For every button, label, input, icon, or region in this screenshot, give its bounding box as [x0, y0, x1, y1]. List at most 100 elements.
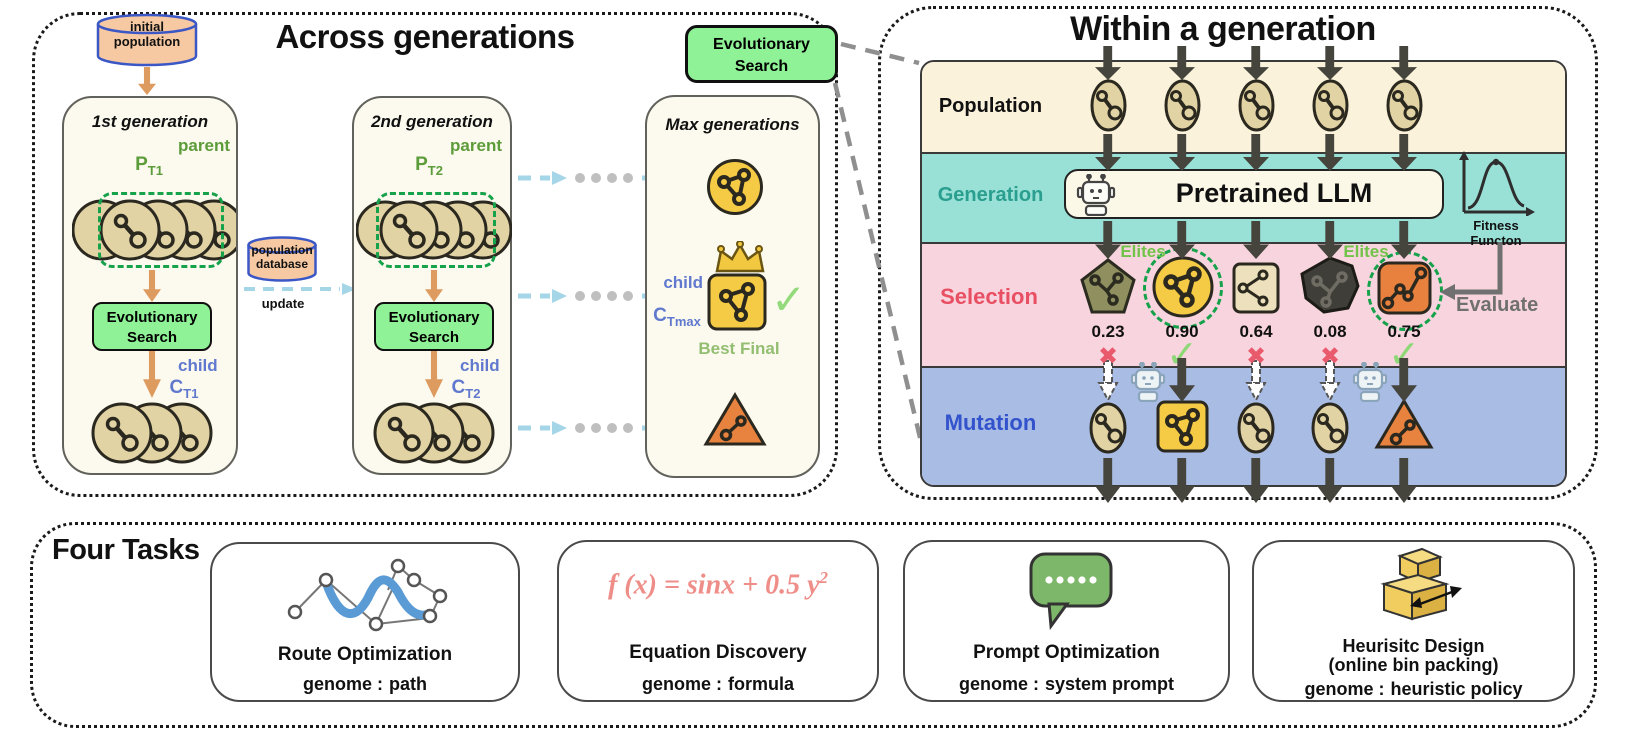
evaluate-label: Evaluate [1456, 294, 1539, 316]
initial-population-line2: population [113, 34, 181, 49]
fitness-function-icon [1459, 151, 1535, 216]
candidate-square [1232, 262, 1280, 314]
mutation-robot-icon-1 [1130, 362, 1166, 402]
score-1: 0.23 [1091, 322, 1125, 341]
max-generations-box: Max generations ✓ child CTmax Best Final [645, 95, 820, 478]
task-card-heuristic-design: Heurisitc Design (online bin packing) ge… [1252, 540, 1575, 702]
population-database-cylinder [247, 236, 317, 282]
population-genome-5 [1386, 79, 1423, 132]
gen2-parent-selection-box [376, 192, 496, 268]
elite-dashed-ring-2 [1367, 251, 1443, 331]
task-title: Prompt Optimization [973, 642, 1160, 663]
best-final-label: Best Final [698, 339, 780, 358]
initial-population-label: initial population [95, 19, 199, 49]
child-sub: T2 [465, 385, 481, 401]
genome-line: genome :heuristic policy [1254, 679, 1573, 700]
four-tasks-panel [30, 522, 1597, 728]
initial-population-line1: initial [130, 19, 164, 34]
population-genome-1 [1090, 79, 1127, 132]
evaluate-arrow [1440, 242, 1503, 300]
mutated-genome-1 [1089, 402, 1127, 454]
gen1-evolutionary-search-button: Evolutionary Search [92, 302, 212, 351]
gen1-arrow-to-search [143, 270, 161, 302]
score-3: 0.64 [1239, 322, 1273, 341]
gen1-child-population [91, 402, 213, 464]
btn-line1: Evolutionary [388, 309, 480, 326]
btn-line2: Search [408, 329, 460, 346]
parent-base: P [415, 154, 428, 175]
genome-label: genome : [641, 674, 722, 694]
mutated-genome-4 [1311, 402, 1349, 454]
task-title: Equation Discovery [629, 642, 807, 663]
score-5: 0.75 [1387, 322, 1421, 341]
gen1-child-symbol: CT1 [152, 377, 216, 401]
gen1-parent-symbol: PT1 [114, 154, 184, 178]
population-database-label: population database [240, 243, 324, 271]
population-genome-2 [1164, 79, 1201, 132]
parent-sub: T2 [427, 162, 443, 178]
within-generation-panel [878, 6, 1598, 500]
pretrained-llm-label: Pretrained LLM [1175, 178, 1373, 208]
formula-sup: 2 [819, 568, 829, 587]
robot-icon [1076, 174, 1116, 216]
crown-icon [715, 241, 765, 273]
task-card-equation-discovery: f (x) = sinx + 0.5 y2 Equation Discovery… [557, 540, 879, 702]
gen2-box: 2nd generation parent PT2 Evolutionary S… [352, 96, 512, 475]
gen2-arrow-to-search [425, 270, 443, 302]
mutation-robot-icon-2 [1352, 362, 1388, 402]
genome-value: formula [728, 674, 795, 694]
child-base: C [169, 377, 184, 398]
mutation-dashed-arrow-4 [1319, 360, 1341, 402]
equation-formula: f (x) = sinx + 0.5 y2 [559, 568, 877, 601]
btn-line2: Search [126, 329, 178, 346]
mutated-genome-5 [1374, 398, 1434, 449]
database-line2: database [255, 257, 309, 271]
mutated-genome-2 [1156, 400, 1209, 453]
genome-label: genome : [1304, 679, 1385, 699]
max-generations-title: Max generations [665, 115, 800, 134]
max-child-symbol: CTmax [647, 305, 707, 329]
genome-line: genome :path [212, 674, 518, 695]
mutation-dashed-arrow-3 [1245, 360, 1267, 402]
update-arrow [244, 283, 356, 295]
verdict-cross-4: ✖ [1319, 343, 1341, 370]
route-graph-icon [287, 558, 448, 632]
across-generations-title: Across generations [275, 18, 575, 55]
score-2: 0.90 [1165, 322, 1199, 341]
speech-bubble-icon [1029, 552, 1113, 631]
child-base: C [451, 377, 466, 398]
gen1-title: 1st generation [91, 112, 209, 131]
population-genome-3 [1238, 79, 1275, 132]
badge-line1: Evolutionary [713, 36, 810, 53]
fitness-function-label: Fitness Functon [1448, 218, 1544, 248]
parent-base: P [135, 154, 148, 175]
elites-label-1: Elites [1120, 242, 1166, 261]
gen1-child-label: child [178, 356, 218, 375]
best-final-check-icon: ✓ [771, 276, 807, 323]
child-base: C [653, 305, 667, 326]
candidate-pentagon [1080, 258, 1136, 314]
generation-row-label: Generation [937, 184, 1044, 206]
task-card-prompt-optimization: Prompt Optimization genome :system promp… [903, 540, 1230, 702]
candidate-dark-blob [1300, 256, 1360, 314]
child-sub: Tmax [666, 313, 701, 329]
genome-value: path [389, 674, 427, 694]
gen2-parent-symbol: PT2 [394, 154, 464, 178]
four-tasks-title: Four Tasks [52, 534, 200, 566]
genome-value: system prompt [1044, 674, 1175, 694]
gen1-box: 1st generation parent PT1 Evolutionary S… [62, 96, 238, 475]
across-generations-panel [32, 12, 838, 497]
pretrained-llm-box: Pretrained LLM [1064, 169, 1444, 219]
verdict-cross-3: ✖ [1245, 343, 1267, 370]
elites-label-2: Elites [1343, 242, 1389, 261]
gen1-parent-label: parent [178, 136, 230, 155]
mutated-genome-3 [1237, 402, 1275, 454]
genome-line: genome : formula [559, 674, 877, 695]
parent-sub: T1 [147, 162, 163, 178]
population-row-label: Population [938, 95, 1043, 117]
task-title: Route Optimization [277, 644, 453, 665]
genome-line: genome :system prompt [905, 674, 1228, 695]
score-4: 0.08 [1313, 322, 1347, 341]
task-subtitle: (online bin packing) [1328, 655, 1499, 675]
